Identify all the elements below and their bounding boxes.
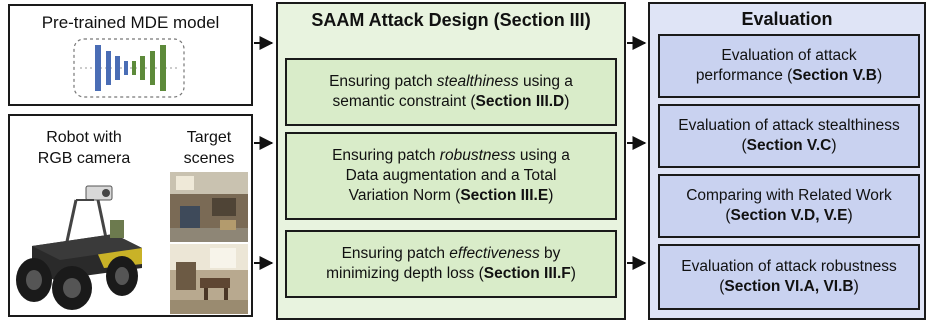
text-segment: ( xyxy=(741,137,747,154)
section-reference: Section VI.A, VI.B xyxy=(724,278,854,295)
eval-item-stealthiness-line2: (Section V.C) xyxy=(741,136,836,156)
robot-label: Robot with RGB camera xyxy=(14,128,154,170)
text-segment: using a xyxy=(518,72,573,90)
eval-item-robustness-line1: Evaluation of attack robustness xyxy=(681,257,897,275)
text-segment: using a xyxy=(515,146,570,164)
robot-label-line1: Robot with xyxy=(46,129,122,146)
text-segment: by xyxy=(539,244,561,262)
eval-item-performance: Evaluation of attack performance (Sectio… xyxy=(658,34,920,98)
attack-step-stealthiness-line1: Ensuring patch stealthiness using a xyxy=(329,72,573,92)
emphasis-text: effectiveness xyxy=(449,244,540,262)
attack-step-stealthiness: Ensuring patch stealthiness using a sema… xyxy=(285,58,617,126)
text-segment: Ensuring patch xyxy=(332,146,440,164)
text-segment: ) xyxy=(877,67,883,84)
attack-step-effectiveness-line1: Ensuring patch effectiveness by xyxy=(342,244,561,264)
text-segment: semantic constraint ( xyxy=(332,93,476,110)
section-reference: Section III.F xyxy=(483,265,571,282)
attack-step-effectiveness-line2: minimizing depth loss (Section III.F) xyxy=(326,264,576,284)
scene-photo-1 xyxy=(170,172,248,242)
attack-step-robustness-line3: Variation Norm (Section III.E) xyxy=(349,186,554,206)
mde-model-title: Pre-trained MDE model xyxy=(41,13,220,32)
text-segment: ) xyxy=(564,93,570,110)
attack-design-panel: SAAM Attack Design (Section III) Ensurin… xyxy=(276,2,626,320)
attack-step-stealthiness-line2: semantic constraint (Section III.D) xyxy=(333,92,570,112)
attack-step-robustness: Ensuring patch robustness using a Data a… xyxy=(285,132,617,220)
eval-item-stealthiness: Evaluation of attack stealthiness (Secti… xyxy=(658,104,920,168)
robot-label-line2: RGB camera xyxy=(37,149,131,167)
eval-item-related-work-line1: Comparing with Related Work xyxy=(686,186,892,204)
attack-step-effectiveness: Ensuring patch effectiveness by minimizi… xyxy=(285,230,617,298)
text-segment: ( xyxy=(725,207,731,224)
scene-photo-2 xyxy=(170,244,248,314)
eval-item-robustness: Evaluation of attack robustness (Section… xyxy=(658,244,920,310)
eval-item-related-work: Comparing with Related Work (Section V.D… xyxy=(658,174,920,238)
robot-box: Robot with RGB camera Target scenes xyxy=(8,114,253,317)
section-reference: Section III.D xyxy=(475,93,565,110)
text-segment: ) xyxy=(847,207,853,224)
text-segment: Ensuring patch xyxy=(341,244,450,262)
text-segment: ) xyxy=(831,137,837,154)
text-segment: Ensuring patch xyxy=(329,72,437,90)
text-segment: Variation Norm ( xyxy=(348,187,461,205)
attack-step-robustness-line1: Ensuring patch robustness using a xyxy=(332,146,570,166)
text-segment: minimizing depth loss ( xyxy=(326,265,484,282)
section-reference: Section III.E xyxy=(460,187,549,205)
eval-item-performance-line1: Evaluation of attack xyxy=(721,46,857,64)
attack-step-robustness-line2: Data augmentation and a Total xyxy=(345,166,557,184)
scenes-label-line2: scenes xyxy=(183,149,235,167)
robot-icon xyxy=(16,185,142,310)
eval-item-stealthiness-line1: Evaluation of attack stealthiness xyxy=(678,116,900,134)
evaluation-title: Evaluation xyxy=(741,9,833,29)
text-segment: ( xyxy=(719,278,725,295)
emphasis-text: robustness xyxy=(439,146,516,164)
scenes-label-line1: Target xyxy=(186,129,232,146)
network-icon xyxy=(73,38,185,98)
text-segment: performance ( xyxy=(695,67,793,84)
emphasis-text: stealthiness xyxy=(436,72,519,90)
evaluation-panel: Evaluation Evaluation of attack performa… xyxy=(648,2,926,320)
mde-model-box: Pre-trained MDE model xyxy=(8,4,253,106)
eval-item-related-work-line2: (Section V.D, V.E) xyxy=(725,206,852,226)
text-segment: ) xyxy=(570,265,576,282)
section-reference: Section V.D, V.E xyxy=(730,207,848,224)
section-reference: Section V.C xyxy=(746,137,832,154)
text-segment: ) xyxy=(853,278,859,295)
eval-item-performance-line2: performance (Section V.B) xyxy=(696,66,882,86)
section-reference: Section V.B xyxy=(792,67,878,84)
eval-item-robustness-line2: (Section VI.A, VI.B) xyxy=(719,277,859,297)
text-segment: ) xyxy=(548,187,554,205)
scenes-label: Target scenes xyxy=(168,128,250,170)
attack-design-title: SAAM Attack Design (Section III) xyxy=(311,10,591,30)
